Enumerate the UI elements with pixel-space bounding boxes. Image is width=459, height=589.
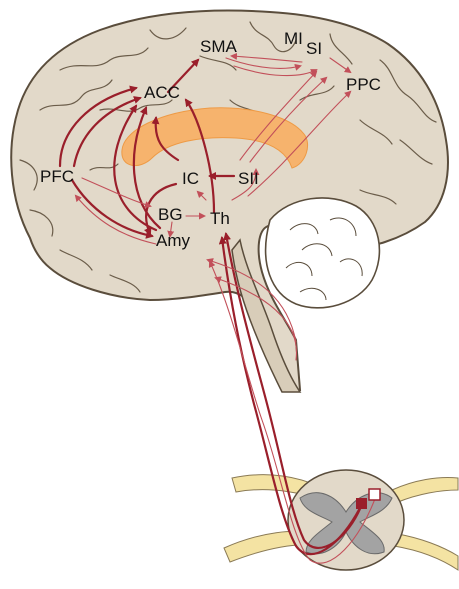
cerebellum — [266, 198, 380, 308]
label-acc: ACC — [144, 83, 180, 102]
label-sii: SII — [238, 169, 259, 188]
projection-neuron-filled — [356, 498, 367, 509]
label-ic: IC — [182, 169, 199, 188]
label-th: Th — [210, 209, 230, 228]
label-si: SI — [306, 39, 322, 58]
label-pfc: PFC — [40, 167, 74, 186]
label-mi: MI — [284, 29, 303, 48]
label-bg: BG — [158, 205, 183, 224]
brain — [11, 11, 448, 392]
label-amy: Amy — [156, 231, 191, 250]
spinal-cord-section — [288, 470, 404, 570]
label-ppc: PPC — [346, 75, 381, 94]
label-sma: SMA — [200, 37, 238, 56]
projection-neuron-open — [369, 489, 380, 500]
